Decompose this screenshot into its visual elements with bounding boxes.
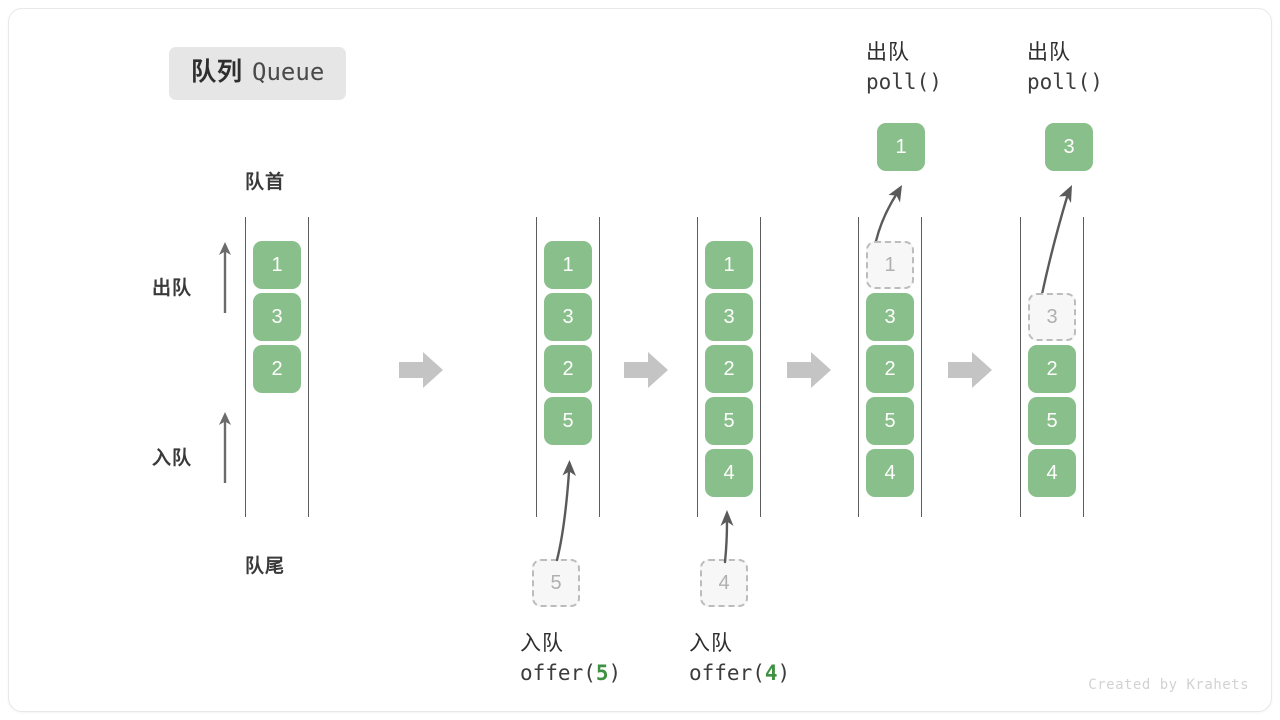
rail-right [308,217,309,517]
queue-column-1: 1 3 2 [245,217,309,517]
step-arrow-3-icon [787,350,831,390]
caption-cn: 出队 [866,41,910,64]
queue-element: 2 [544,345,592,393]
step-arrow-4-icon [948,350,992,390]
queue-element: 4 [1028,449,1076,497]
step-arrow-2-icon [624,350,668,390]
code-suffix: ) [1090,69,1103,94]
queue-rear-label: 队尾 [245,556,286,577]
enqueue-direction-label: 入队 [152,448,193,469]
popped-element-3: 3 [1045,123,1093,171]
queue-element: 3 [253,293,301,341]
ghost-element-1: 1 [866,241,914,289]
caption-cn: 出队 [1027,41,1071,64]
code-prefix: poll( [1027,69,1091,94]
enqueue-direction-arrow-icon [217,411,233,483]
rail-right [1083,217,1084,517]
queue-column-3: 1 3 2 5 4 [697,217,761,517]
queue-element-new: 4 [705,449,753,497]
queue-element: 4 [866,449,914,497]
caption-cn: 入队 [520,632,564,655]
rail-left [858,217,859,517]
queue-element: 2 [866,345,914,393]
footer-credit: Created by Krahets [1088,677,1249,693]
caption-code: offer(4) [689,659,790,689]
caption-offer-4: 入队 offer(4) [689,629,790,689]
rail-left [536,217,537,517]
diagram-title-badge: 队列 Queue [169,47,347,100]
step-arrow-1-icon [399,350,443,390]
queue-element: 1 [544,241,592,289]
diagram-card: 队列 Queue 队首 队尾 出队 入队 1 3 2 1 3 2 [8,8,1272,712]
rail-left [1020,217,1021,517]
queue-element: 2 [1028,345,1076,393]
rail-left [245,217,246,517]
queue-element-new: 5 [544,397,592,445]
caption-code: poll() [1027,68,1103,98]
code-suffix: ) [608,660,622,685]
queue-element: 2 [705,345,753,393]
queue-element: 1 [705,241,753,289]
rail-right [760,217,761,517]
queue-column-5: 3 2 5 4 [1020,217,1084,517]
caption-poll-3: 出队 poll() [1027,38,1103,98]
queue-front-label: 队首 [245,172,286,193]
rail-left [697,217,698,517]
dequeue-direction-arrow-icon [217,241,233,313]
queue-element: 5 [866,397,914,445]
diagram-title-cn: 队列 [191,58,244,86]
queue-element: 5 [1028,397,1076,445]
queue-column-2: 1 3 2 5 [536,217,600,517]
ghost-element-4: 4 [700,559,748,607]
ghost-element-5: 5 [532,559,580,607]
queue-element: 3 [866,293,914,341]
code-prefix: poll( [866,69,930,94]
caption-poll-1: 出队 poll() [866,38,942,98]
enqueue-arrow-5-icon [529,444,609,564]
queue-element: 3 [544,293,592,341]
queue-element: 5 [705,397,753,445]
rail-right [599,217,600,517]
dequeue-direction-label: 出队 [152,278,193,299]
code-suffix: ) [929,69,942,94]
queue-element: 2 [253,345,301,393]
queue-element: 1 [253,241,301,289]
code-suffix: ) [777,660,791,685]
queue-element: 3 [705,293,753,341]
popped-element-1: 1 [877,123,925,171]
code-arg: 5 [595,660,609,685]
dequeue-arrow-1-icon [854,177,924,247]
caption-code: poll() [866,68,942,98]
caption-code: offer(5) [520,659,621,689]
queue-column-4: 1 3 2 5 4 [858,217,922,517]
dequeue-arrow-3-icon [1017,177,1097,302]
ghost-element-3: 3 [1028,293,1076,341]
caption-offer-5: 入队 offer(5) [520,629,621,689]
enqueue-arrow-4-icon [699,496,759,566]
diagram-title-en: Queue [252,58,325,86]
rail-right [921,217,922,517]
caption-cn: 入队 [689,632,733,655]
code-prefix: offer( [520,660,596,685]
code-arg: 4 [764,660,778,685]
code-prefix: offer( [689,660,765,685]
